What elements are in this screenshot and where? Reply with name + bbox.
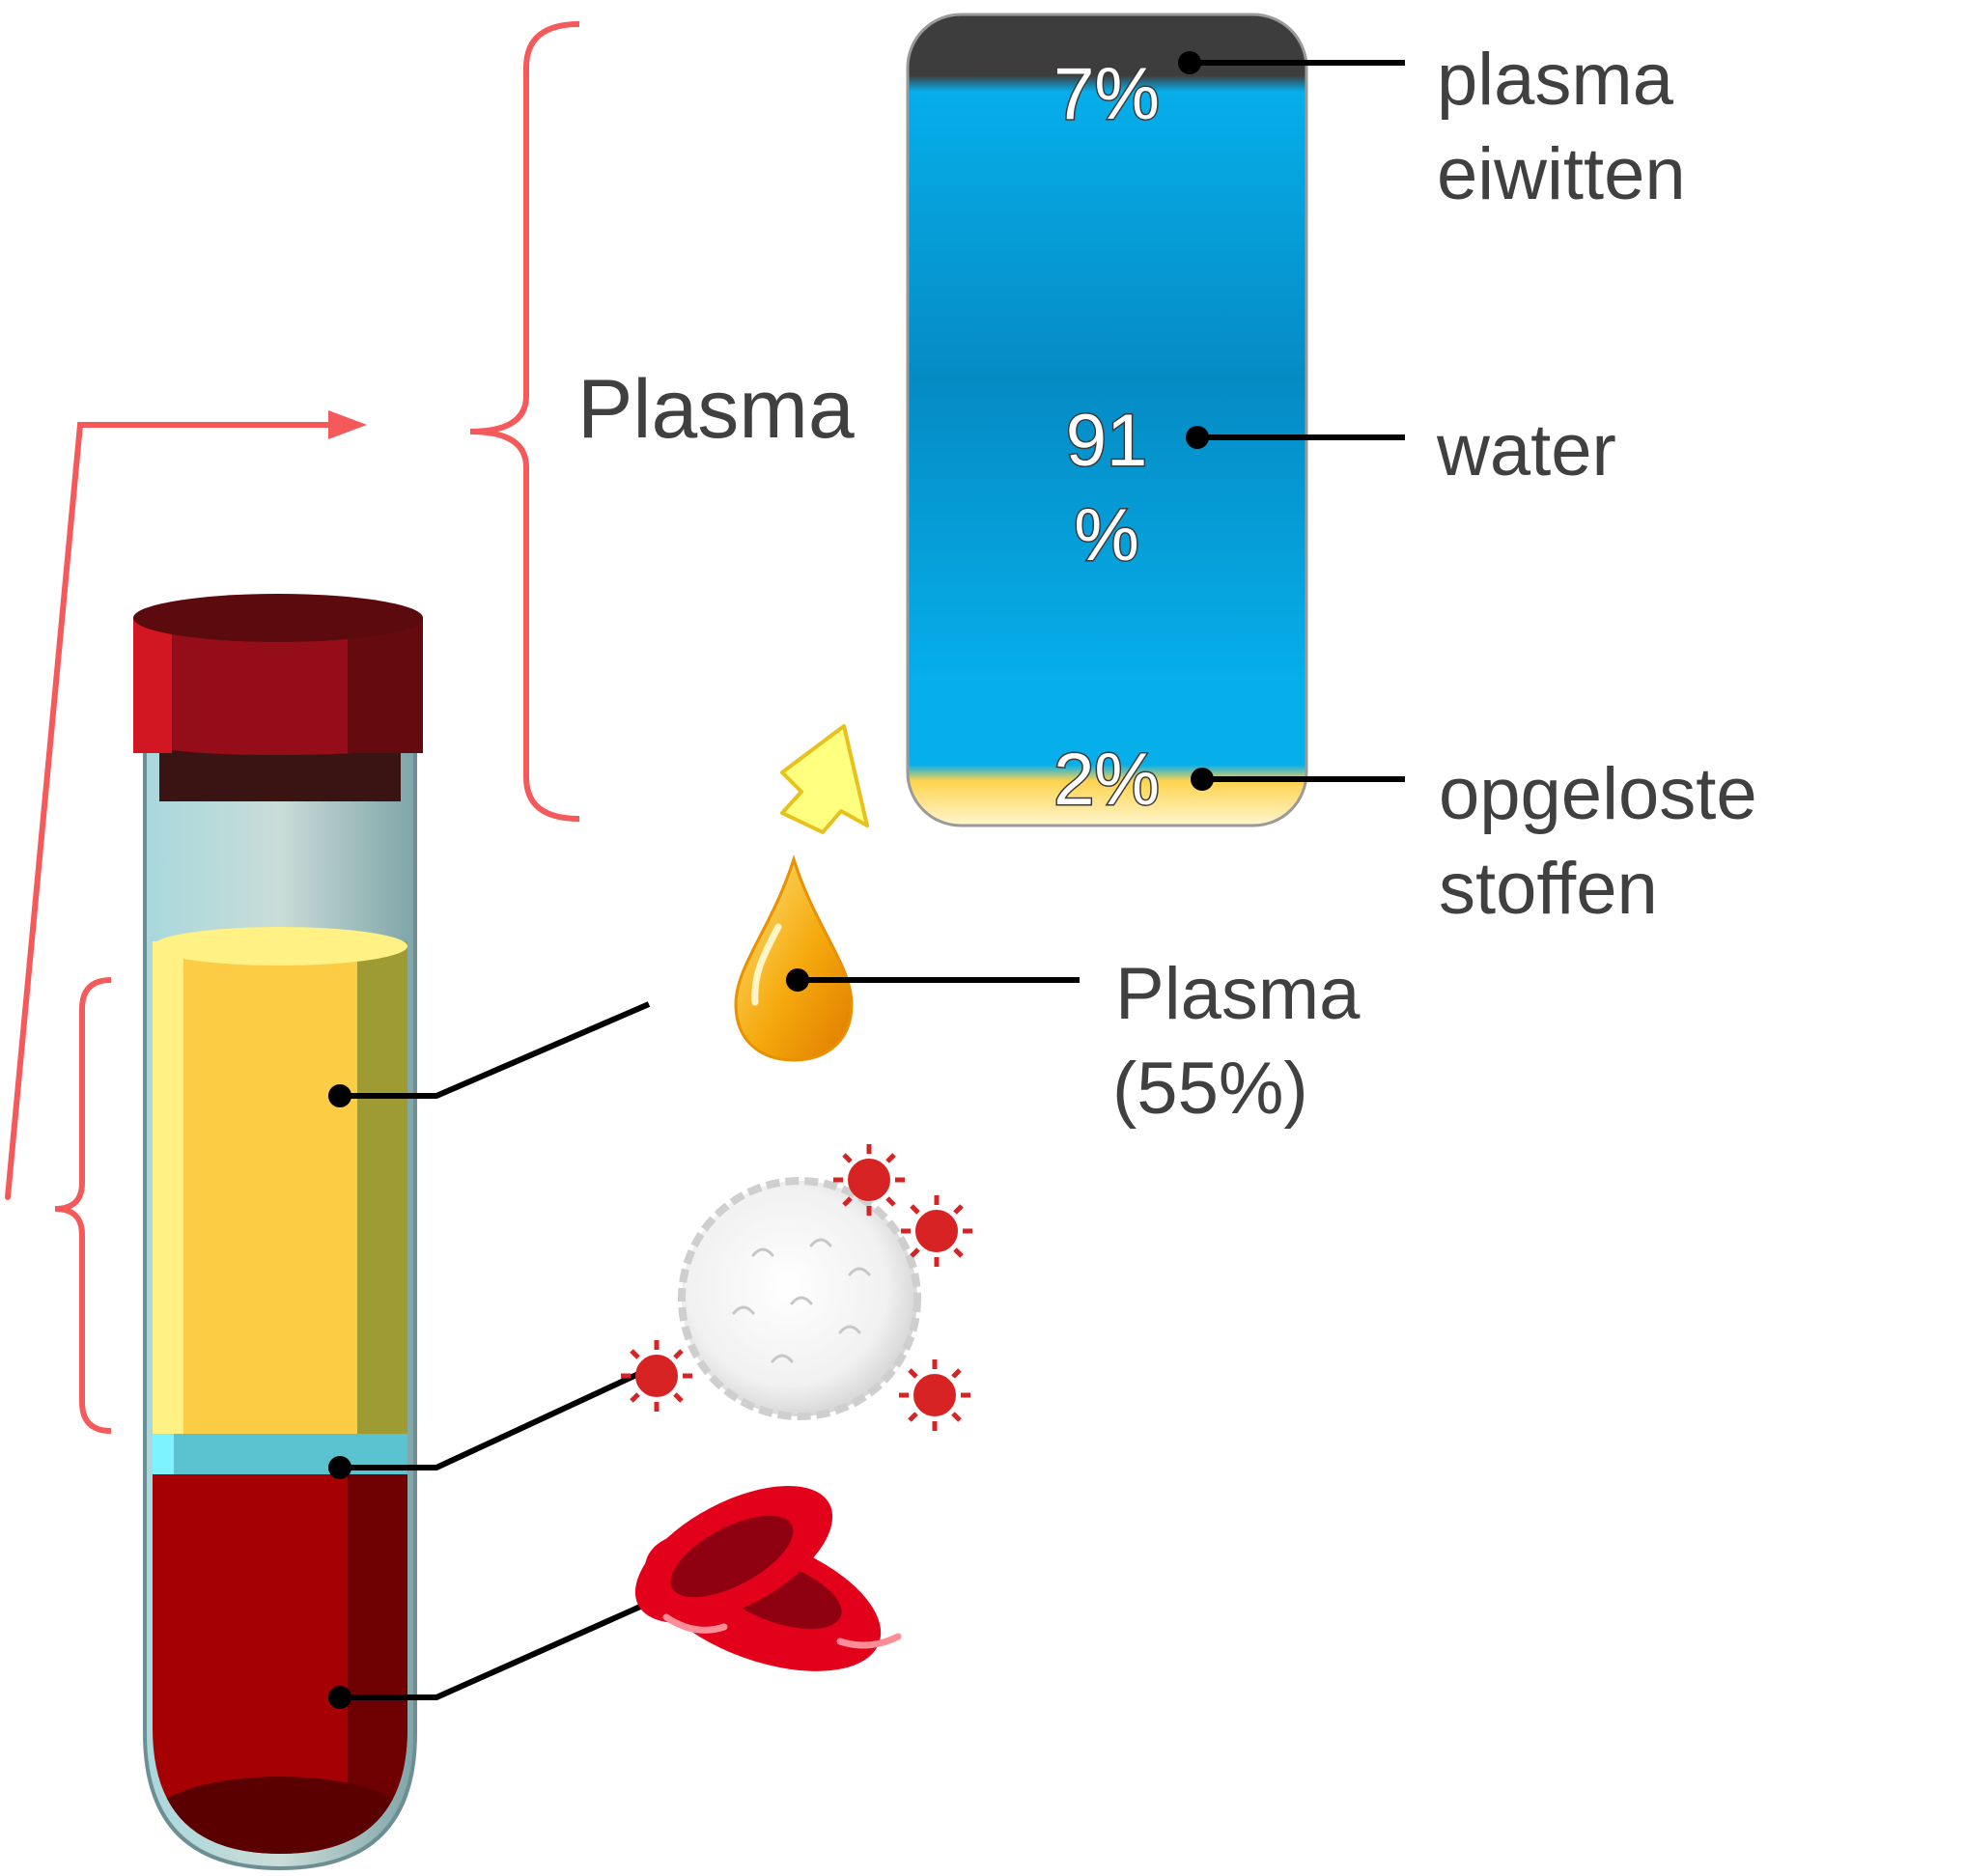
outer-bracket-arrow	[5, 410, 367, 1200]
tube-buffy-dot	[328, 1456, 351, 1479]
composition-bar	[906, 13, 1308, 827]
solutes-dot	[1191, 768, 1214, 791]
water-dot	[1186, 426, 1209, 449]
proteins-label-line2: eiwitten	[1437, 133, 1686, 215]
plasma-fraction-label-line2: (55%)	[1112, 1048, 1308, 1130]
plasma-bracket-label: Plasma	[577, 363, 855, 456]
test-tube-icon	[133, 594, 423, 1871]
white-blood-cell-icon	[678, 1177, 921, 1420]
plasma-drop-dot	[786, 968, 809, 992]
tube-plasma-bracket	[54, 977, 112, 1434]
tube-leader-lines	[340, 1001, 651, 1700]
proteins-label-line1: plasma	[1437, 39, 1674, 121]
solutes-percent: 2%	[1053, 739, 1160, 821]
solutes-label-line1: opgeloste	[1439, 753, 1757, 835]
plasma-drop-icon	[734, 854, 854, 1062]
red-blood-cell-icon	[634, 1486, 902, 1671]
water-label: water	[1436, 409, 1616, 491]
proteins-dot	[1178, 51, 1201, 74]
plasma-fraction-label-line1: Plasma	[1115, 953, 1361, 1035]
proteins-percent: 7%	[1053, 53, 1160, 135]
plasma-bracket	[469, 21, 580, 822]
bar-leader-lines	[1190, 60, 1405, 782]
water-percent-line1: 91	[1066, 400, 1148, 482]
solutes-label-line2: stoffen	[1439, 848, 1658, 930]
water-percent-line2: %	[1074, 494, 1139, 576]
up-arrow-icon	[780, 724, 869, 834]
platelet-icon	[621, 1144, 972, 1431]
tube-blood-dot	[328, 1686, 351, 1709]
tube-plasma-dot	[328, 1084, 351, 1107]
